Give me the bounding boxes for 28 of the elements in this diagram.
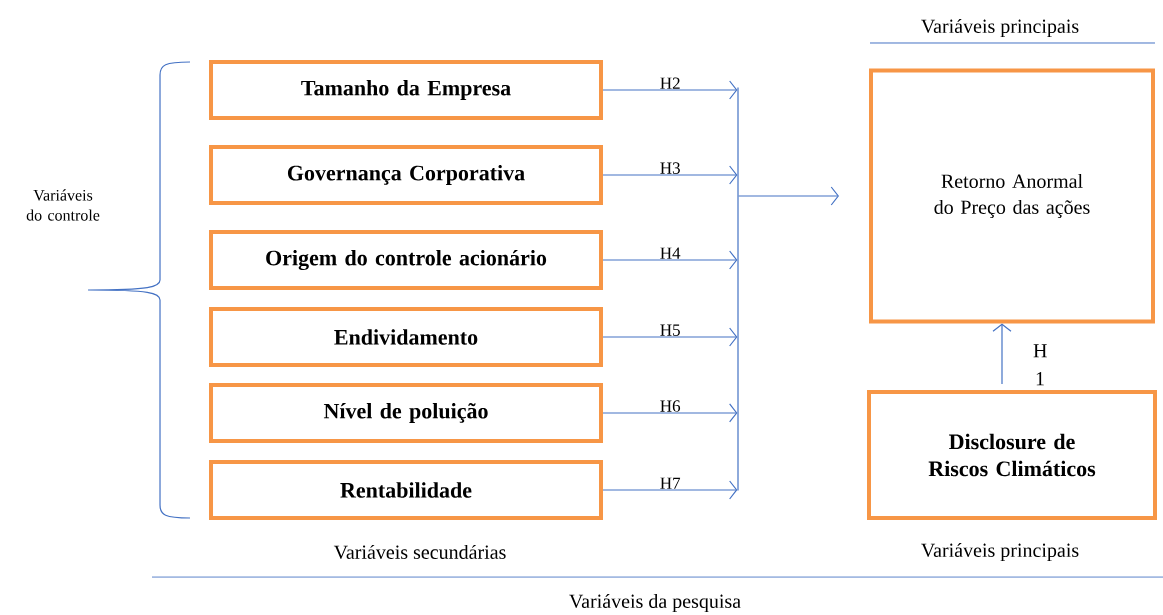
variable-box: Nível de poluição (209, 383, 603, 443)
variable-box: Endividamento (209, 307, 603, 367)
arrow (602, 480, 738, 500)
section-label: Variáveis principais (921, 542, 1079, 562)
hypothesis-label: H 1 (1033, 344, 1047, 386)
hypothesis-label: H2 (660, 77, 680, 89)
hypothesis-label: H4 (660, 247, 681, 259)
arrow (738, 186, 839, 206)
arrow (992, 323, 1012, 385)
variable-box: Governança Corporativa (209, 145, 603, 205)
hypothesis-label: H6 (660, 400, 681, 412)
variable-box: Retorno Anormal do Preço das ações (869, 68, 1155, 324)
section-label: Variáveis do controle (26, 189, 100, 221)
arrow (602, 250, 738, 270)
variable-box: Disclosure de Riscos Climáticos (867, 390, 1157, 520)
hypothesis-label: H7 (660, 477, 681, 489)
variable-box: Origem do controle acionário (209, 230, 603, 290)
arrow (602, 80, 738, 100)
hypothesis-label: H3 (660, 162, 680, 174)
section-label: Variáveis da pesquisa (569, 593, 741, 613)
section-label: Variáveis principais (921, 18, 1079, 38)
section-label: Variáveis secundárias (333, 544, 506, 560)
arrow (602, 165, 738, 185)
variable-box: Tamanho da Empresa (209, 60, 603, 120)
arrow (602, 327, 738, 347)
arrow (602, 403, 738, 423)
variable-box: Rentabilidade (209, 460, 603, 520)
hypothesis-label: H5 (660, 324, 680, 336)
